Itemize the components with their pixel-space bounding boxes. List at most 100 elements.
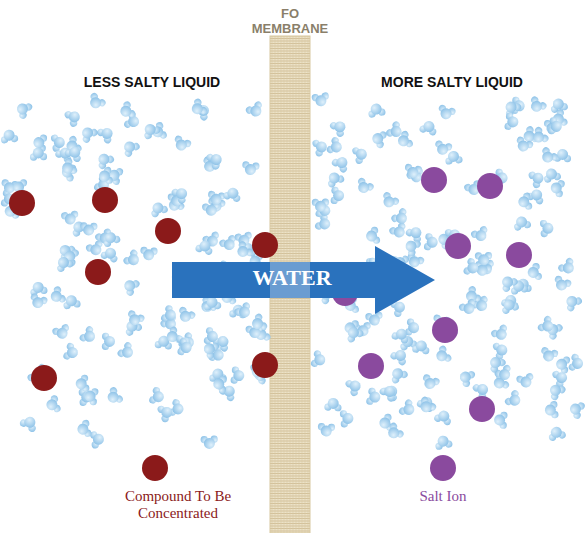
water-molecule <box>547 117 563 136</box>
water-molecule <box>44 394 61 414</box>
water-molecule <box>527 168 546 189</box>
water-molecule <box>203 327 219 347</box>
water-molecule <box>62 342 80 363</box>
water-molecule <box>562 292 584 313</box>
water-molecule <box>370 129 388 149</box>
water-molecule <box>497 272 519 293</box>
water-molecule <box>403 163 422 179</box>
water-molecule <box>197 295 218 316</box>
water-molecule <box>517 192 533 211</box>
water-molecule <box>516 372 536 389</box>
water-molecule <box>47 285 67 306</box>
salt-ion-dot <box>358 353 384 379</box>
water-molecule <box>177 338 194 358</box>
water-molecule <box>475 252 493 266</box>
water-molecule <box>19 413 40 433</box>
water-molecule <box>245 100 266 120</box>
water-molecule <box>544 401 559 419</box>
water-molecule <box>94 150 116 171</box>
water-molecule <box>420 373 441 391</box>
water-molecule <box>416 395 438 416</box>
water-molecule <box>317 423 335 437</box>
water-molecule <box>365 311 384 326</box>
water-molecule <box>366 387 382 407</box>
water-molecule <box>76 419 92 439</box>
water-molecule <box>419 119 439 136</box>
water-molecule <box>170 184 191 206</box>
water-molecule <box>188 97 208 119</box>
water-molecule <box>78 325 99 347</box>
water-molecule <box>148 199 169 218</box>
water-molecule <box>249 312 269 333</box>
water-molecule <box>96 123 117 145</box>
water-molecule <box>549 178 565 197</box>
water-molecule <box>102 333 115 350</box>
water-molecule <box>61 210 80 225</box>
water-molecule <box>148 386 166 407</box>
water-molecule <box>353 176 375 196</box>
membrane-label: FO MEMBRANE <box>250 6 330 36</box>
compound-dot <box>85 259 111 285</box>
water-molecule <box>547 425 567 442</box>
water-molecule <box>536 315 557 337</box>
water-molecule <box>28 293 49 311</box>
water-molecule <box>62 294 81 310</box>
salt-ion-dot <box>421 167 447 193</box>
legend-swatch <box>430 455 456 481</box>
water-molecule <box>53 254 74 273</box>
water-molecules <box>0 91 586 450</box>
water-molecule <box>388 221 409 241</box>
water-molecule <box>311 92 330 108</box>
water-molecule <box>233 301 255 322</box>
water-molecule <box>116 341 137 363</box>
water-molecule <box>326 136 346 157</box>
water-molecule <box>504 112 519 131</box>
water-molecule <box>555 355 571 374</box>
water-molecule <box>90 430 106 449</box>
water-molecule <box>402 236 422 258</box>
water-molecule <box>378 382 400 403</box>
water-molecule <box>557 257 579 278</box>
water-molecule <box>551 275 572 294</box>
water-molecule <box>412 339 431 355</box>
water-molecule <box>458 298 479 318</box>
water-molecule <box>233 240 254 262</box>
water-molecule <box>120 276 141 298</box>
water-molecule <box>494 411 508 429</box>
water-molecule <box>470 225 491 244</box>
water-molecule <box>365 226 381 245</box>
water-molecule <box>404 223 426 244</box>
water-molecule <box>513 135 534 154</box>
water-molecule <box>436 104 456 122</box>
water-flow-arrow <box>172 246 435 314</box>
water-molecule <box>390 207 412 228</box>
water-molecule <box>433 344 453 365</box>
water-molecule <box>538 146 560 167</box>
water-molecule <box>64 143 85 163</box>
water-molecule <box>529 126 550 148</box>
water-molecule <box>85 91 107 112</box>
water-molecule <box>83 387 99 406</box>
water-molecule <box>545 380 566 401</box>
water-molecule <box>384 421 405 443</box>
water-molecule <box>63 107 83 129</box>
compound-dot <box>252 352 278 378</box>
legend-swatch <box>142 455 168 481</box>
water-molecule <box>140 247 158 261</box>
water-molecule <box>29 280 48 296</box>
compound-dot <box>9 190 35 216</box>
water-molecule <box>117 100 137 121</box>
side-label: LESS SALTY LIQUID <box>84 74 220 90</box>
legend-swatches <box>142 455 456 481</box>
water-molecule <box>423 233 438 252</box>
water-molecule <box>462 257 481 278</box>
water-molecule <box>456 367 476 388</box>
salt-ion-dot <box>432 317 458 343</box>
water-molecule <box>122 248 143 270</box>
compound-dot <box>92 187 118 213</box>
water-molecule <box>156 402 175 423</box>
water-molecule <box>434 434 454 450</box>
water-molecule <box>200 435 218 449</box>
water-molecule <box>195 238 215 255</box>
